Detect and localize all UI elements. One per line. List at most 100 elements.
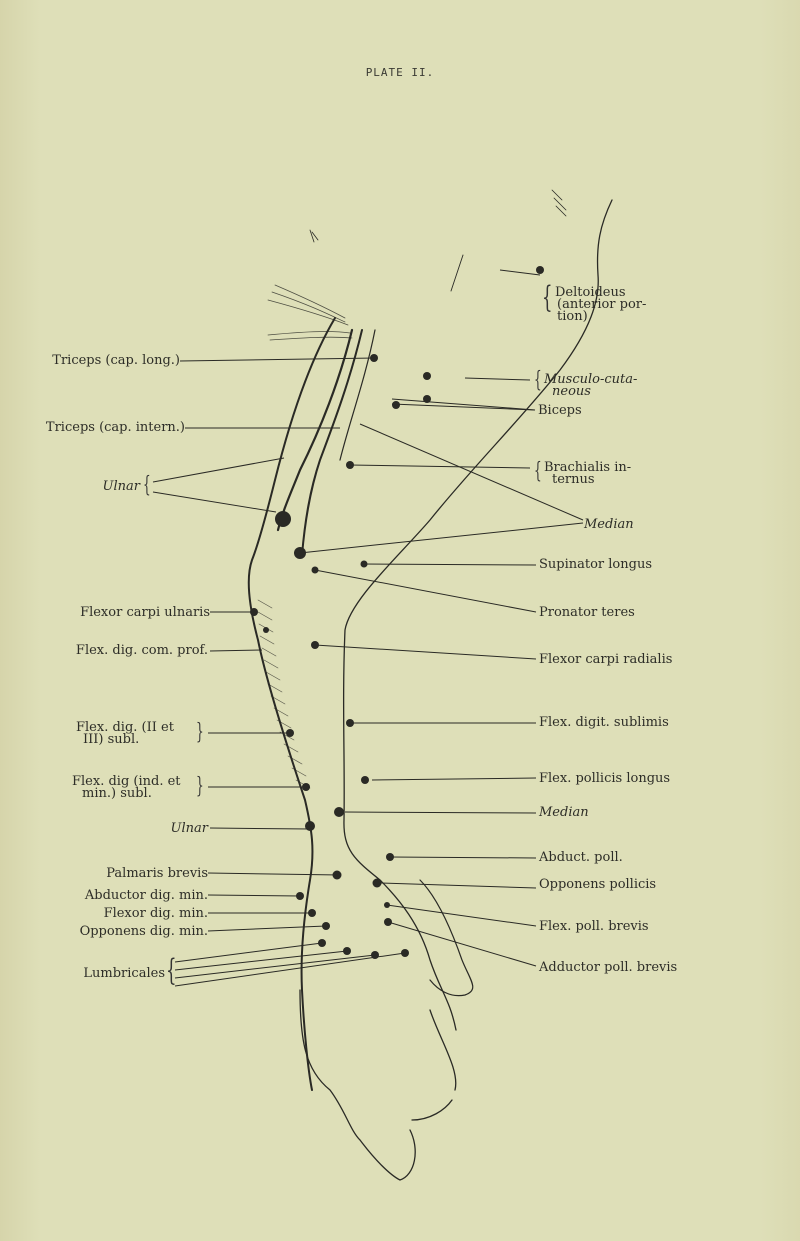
label-brachialis-line2: ternus	[552, 472, 595, 487]
label-abduct-poll: Abduct. poll.	[539, 850, 623, 865]
leader-lumbricales-4	[174, 952, 406, 987]
leader-opponens-poll	[379, 882, 537, 889]
leader-supinator	[361, 563, 537, 566]
leader-ulnar-upper-b	[152, 491, 277, 513]
hand-outline	[299, 989, 457, 1181]
motor-point-adductor-poll	[384, 918, 392, 926]
label-musculo-cutaneous-line1: Musculo-cuta-	[544, 372, 638, 387]
motor-point-median-upper	[294, 547, 306, 559]
leader-lines	[152, 269, 584, 987]
nerve-trunk-3	[339, 329, 376, 461]
leader-lumbricales-1	[174, 942, 323, 963]
plate-title: PLATE II.	[365, 66, 435, 79]
leader-pronator	[314, 569, 537, 613]
label-flex-dig-ind-min-line1: Flex. dig (ind. et	[72, 774, 181, 789]
label-median-upper: Median	[584, 517, 634, 532]
leader-abductor-dig-min	[207, 894, 301, 897]
leader-median-upper-b	[299, 522, 584, 554]
brace-ulnar-upper: {	[143, 473, 151, 498]
leader-musculo-cutaneous	[464, 377, 531, 381]
leader-triceps-long	[179, 357, 376, 362]
label-brachialis: Brachialis in- ternus	[544, 460, 632, 487]
motor-point-lumbricalis-2	[343, 947, 351, 955]
motor-point-lumbricalis-3	[371, 951, 379, 959]
leader-biceps-b	[391, 398, 536, 411]
motor-point-triceps-long	[370, 354, 378, 362]
label-supinator-longus: Supinator longus	[539, 557, 653, 572]
motor-point-brachialis	[346, 461, 354, 469]
arm-outline-lateral	[342, 199, 613, 1031]
motor-point-biceps-b	[392, 401, 400, 409]
motor-point-abduct-poll	[386, 853, 394, 861]
motor-point-fpl	[361, 776, 369, 784]
label-flexor-carpi-radialis: Flexor carpi radialis	[539, 652, 673, 667]
motor-point-median-lower	[334, 807, 344, 817]
label-palmaris-brevis: Palmaris brevis	[106, 866, 208, 881]
label-triceps-long: Triceps (cap. long.)	[52, 353, 180, 368]
thumb-outline	[419, 879, 474, 997]
label-flex-dig-com-prof: Flex. dig. com. prof.	[75, 643, 208, 658]
brace-deltoideus: {	[542, 280, 553, 315]
motor-point-fcu	[250, 608, 258, 616]
label-pronator-teres: Pronator teres	[539, 605, 635, 620]
motor-point-flex-dig-ii-iii	[286, 729, 294, 737]
motor-point-flexor-dig-min	[308, 909, 316, 917]
motor-point-opponens-poll	[372, 878, 382, 888]
leader-fdp	[209, 649, 263, 652]
leader-opponens-dig-min	[207, 925, 327, 932]
motor-point-fdp	[263, 627, 269, 633]
label-musculo-cutaneous-line2: neous	[552, 384, 591, 399]
motor-point-supinator	[360, 560, 368, 568]
motor-point-abductor-dig-min	[296, 892, 304, 900]
leader-palmaris-brevis	[207, 872, 341, 876]
motor-point-flex-poll-brevis	[384, 902, 390, 908]
label-adductor-poll-brevis: Adductor poll. brevis	[539, 960, 678, 975]
leader-fpl	[371, 777, 537, 781]
motor-point-ulnar-upper	[275, 511, 291, 527]
hatching-upper	[267, 284, 353, 341]
motor-point-biceps-a	[423, 395, 431, 403]
label-deltoideus: Deltoideus (anterior por- tion)	[555, 286, 646, 324]
brace-musculo-cutaneous: {	[534, 368, 542, 393]
leader-ulnar-upper-a	[152, 457, 285, 483]
label-median-lower: Median	[539, 805, 589, 820]
label-musculo-cutaneous: Musculo-cuta- neous	[544, 372, 638, 399]
brace-flex-dig-ii-iii: }	[196, 720, 204, 745]
motor-point-flex-dig-ind-min	[302, 783, 310, 791]
brace-brachialis: {	[534, 459, 542, 484]
arm-outline-medial	[247, 317, 336, 1091]
brace-flex-dig-ind-min: }	[196, 774, 204, 799]
label-opponens-pollicis: Opponens pollicis	[539, 877, 657, 892]
leader-deltoideus	[499, 269, 541, 276]
leader-biceps-a	[391, 403, 536, 411]
label-ulnar-upper: Ulnar	[102, 479, 140, 494]
leader-lumbricales-3	[174, 954, 376, 979]
label-flex-dig-ii-iii-line1: Flex. dig. (II et	[76, 720, 174, 735]
label-flexor-dig-min: Flexor dig. min.	[103, 906, 208, 921]
motor-point-opponens-dig-min	[322, 922, 330, 930]
nerve-trunk-1	[276, 328, 354, 532]
label-flex-poll-brevis: Flex. poll. brevis	[539, 919, 649, 934]
label-triceps-intern: Triceps (cap. intern.)	[45, 420, 185, 435]
label-ulnar-lower: Ulnar	[170, 821, 208, 836]
label-flexor-carpi-ulnaris: Flexor carpi ulnaris	[80, 605, 210, 620]
motor-points	[250, 266, 544, 959]
label-flex-dig-ii-iii-line2: III) subl.	[83, 732, 140, 747]
label-flex-dig-ii-iii: Flex. dig. (II et III) subl.	[76, 720, 174, 747]
motor-point-lumbricalis-1	[318, 939, 326, 947]
label-flex-pollicis-longus: Flex. pollicis longus	[539, 771, 671, 786]
motor-point-ulnar-lower	[305, 821, 315, 831]
leader-fcr	[314, 644, 537, 660]
motor-point-fds	[346, 719, 354, 727]
label-opponens-dig-min: Opponens dig. min.	[79, 924, 208, 939]
label-brachialis-line1: Brachialis in-	[544, 460, 632, 475]
label-lumbricales: Lumbricales	[83, 966, 165, 981]
brace-lumbricales: {	[166, 953, 177, 988]
motor-point-palmaris-brevis	[332, 870, 342, 880]
motor-point-pronator	[311, 566, 319, 574]
leader-brachialis	[349, 464, 531, 469]
motor-point-musculo-cutaneous	[423, 372, 431, 380]
leader-abduct-poll	[389, 856, 537, 859]
label-deltoideus-line3: tion)	[557, 309, 588, 324]
motor-point-deltoideus	[536, 266, 544, 274]
